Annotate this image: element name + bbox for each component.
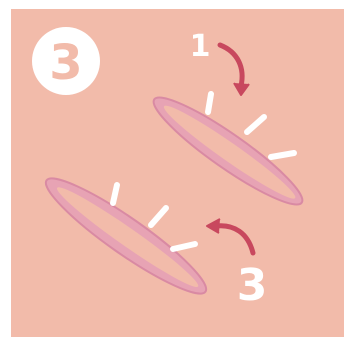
step-badge-number: 3	[49, 35, 82, 91]
emphasis-mark	[208, 94, 211, 112]
emphasis-mark	[271, 153, 294, 157]
emphasis-mark	[113, 185, 117, 203]
bottom-step-label: 3	[237, 260, 268, 311]
top-step-label: 1	[190, 29, 211, 64]
step-badge: 3	[32, 27, 100, 95]
